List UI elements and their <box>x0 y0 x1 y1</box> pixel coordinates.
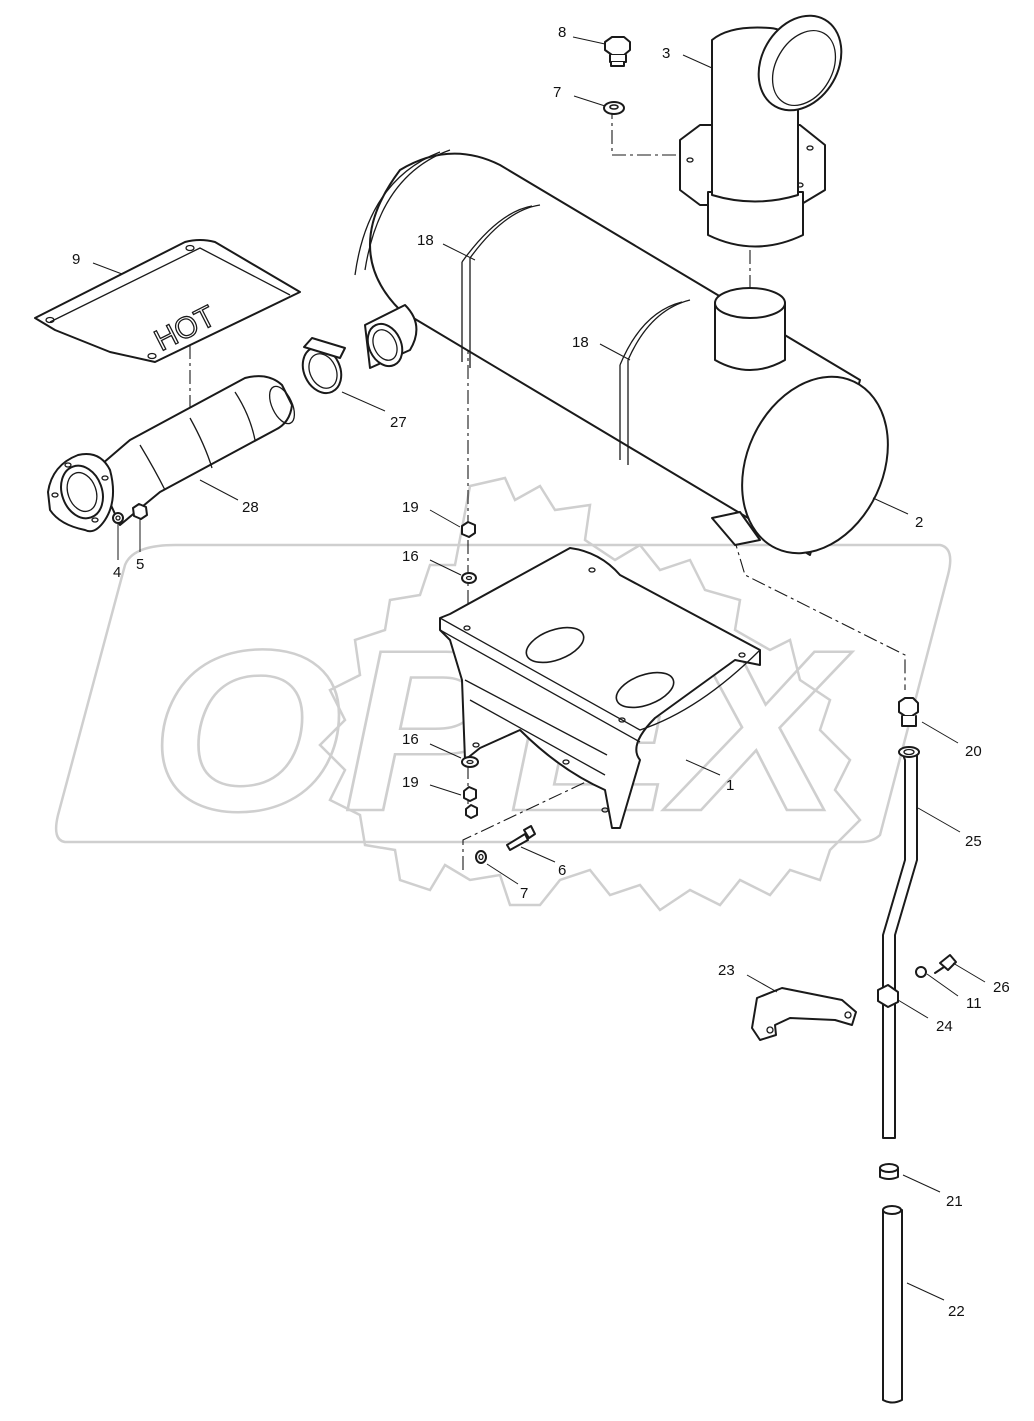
washer-4 <box>112 512 124 524</box>
callout-23: 23 <box>718 962 735 979</box>
support-bracket <box>751 987 857 1041</box>
washer-16-top <box>461 572 477 584</box>
nut-19-bottom <box>463 786 478 819</box>
callout-6: 6 <box>558 862 566 879</box>
leader-lines <box>92 36 986 1301</box>
washer-11 <box>915 966 927 978</box>
callout-26: 26 <box>993 979 1010 996</box>
callout-7: 7 <box>553 84 561 101</box>
callout-labels: 8 3 7 9 18 18 27 28 4 5 19 16 2 16 19 1 … <box>72 24 1010 1320</box>
callout-5: 5 <box>136 556 144 573</box>
washer-16-bottom <box>461 756 479 768</box>
watermark-banner <box>54 543 952 844</box>
callout-18: 18 <box>572 334 589 351</box>
callout-16: 16 <box>402 731 419 748</box>
bolt-8 <box>604 36 631 67</box>
clip-24 <box>877 984 899 1008</box>
fitting-20 <box>898 697 919 727</box>
callout-1: 1 <box>726 777 734 794</box>
callout-27: 27 <box>390 414 407 431</box>
callout-7: 7 <box>520 885 528 902</box>
callout-16: 16 <box>402 548 419 565</box>
clamp <box>301 337 346 395</box>
callout-11: 11 <box>966 995 982 1012</box>
callout-3: 3 <box>662 45 670 62</box>
callout-19: 19 <box>402 774 419 791</box>
washer-7-top <box>603 101 625 115</box>
exhaust-stack <box>679 14 843 248</box>
callout-25: 25 <box>965 833 982 850</box>
callout-28: 28 <box>242 499 259 516</box>
callout-8: 8 <box>558 24 566 41</box>
drain-tube <box>882 746 920 1139</box>
sleeve-21 <box>879 1163 899 1180</box>
watermark-gear <box>318 476 862 912</box>
bolt-6 <box>506 825 536 851</box>
callout-4: 4 <box>113 564 121 581</box>
callout-20: 20 <box>965 743 982 760</box>
callout-19: 19 <box>402 499 419 516</box>
callout-2: 2 <box>915 514 923 531</box>
tube-22 <box>882 1205 903 1404</box>
bolt-26 <box>934 954 957 974</box>
mounting-bracket <box>439 547 761 829</box>
callout-18: 18 <box>417 232 434 249</box>
nut-19-top <box>461 521 476 538</box>
callout-24: 24 <box>936 1018 953 1035</box>
callout-9: 9 <box>72 251 80 268</box>
callout-22: 22 <box>948 1303 965 1320</box>
callout-21: 21 <box>946 1193 963 1210</box>
flex-pipe <box>47 375 296 533</box>
washer-7-bottom <box>475 850 487 864</box>
alignment-lines <box>189 105 906 870</box>
muffler <box>354 149 889 556</box>
nut-5 <box>132 503 148 520</box>
